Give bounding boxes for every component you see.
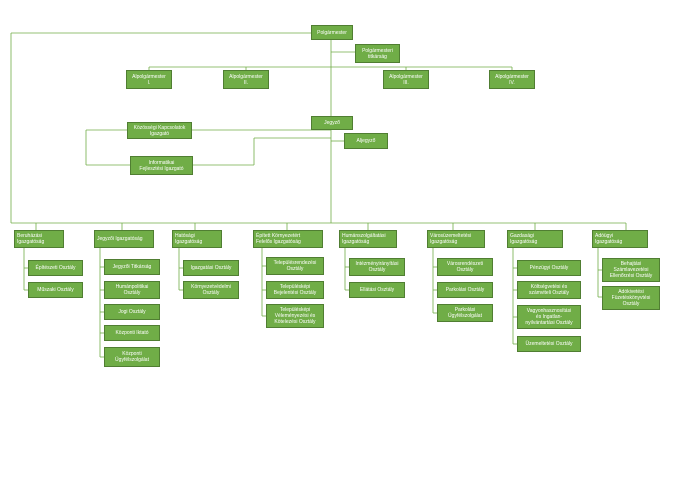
department-box: Építészeti Osztály xyxy=(28,260,83,276)
notary-box: Jegyző xyxy=(311,116,353,130)
department-box: Központi Iktató xyxy=(104,325,160,341)
directorate-tax-box: Adóügyi Igazgatóság xyxy=(592,230,648,248)
department-box: Környezetvédelmi Osztály xyxy=(183,281,239,299)
directorate-human-services-box: Humánszolgáltatási Igazgatóság xyxy=(339,230,397,248)
department-box: Költségvetési és számviteli Osztály xyxy=(517,281,581,299)
directorate-city-operations-box: Városüzemeltetési Igazgatóság xyxy=(427,230,485,248)
department-box: Üzemeltetési Osztály xyxy=(517,336,581,352)
department-box: Behajtási Számlavezetési Ellenőrzési Osz… xyxy=(602,258,660,282)
department-box: Településképi Bejelentési Osztály xyxy=(266,281,324,299)
department-box: Vagyonhasznosítási és Ingatlan- nyilvánt… xyxy=(517,305,581,329)
directorate-notary-box: Jegyzői Igazgatóság xyxy=(94,230,154,248)
directorate-finance-box: Gazdasági Igazgatóság xyxy=(507,230,563,248)
department-box: Településrendezési Osztály xyxy=(266,257,324,275)
deputy-mayor-2-box: Alpolgármester II. xyxy=(223,70,269,89)
public-relations-director-box: Közösségi Kapcsolatok Igazgató xyxy=(127,122,192,139)
directorate-built-environment-box: Épített Környezetért Felelős Igazgatóság xyxy=(253,230,323,248)
department-box: Jegyzői Titkárság xyxy=(104,259,160,275)
department-box: Adókivetési Füzetéskönyvtési Osztály xyxy=(602,286,660,310)
deputy-mayor-4-box: Alpolgármester IV. xyxy=(489,70,535,89)
directorate-investment-box: Beruházási Igazgatóság xyxy=(14,230,64,248)
department-box: Városrendészeti Osztály xyxy=(437,258,493,276)
department-box: Ellátási Osztály xyxy=(349,282,405,298)
department-box: Igazgatási Osztály xyxy=(183,260,239,276)
it-director-box: Informatikai Fejlesztési Igazgató xyxy=(130,156,193,175)
department-box: Központi Ügyfélszolgálat xyxy=(104,347,160,367)
directorate-authority-box: Hatósági Igazgatóság xyxy=(172,230,222,248)
mayor-secretariat-box: Polgármesteri titkárság xyxy=(355,44,400,63)
department-box: Parkolási Ügyfélszolgálat xyxy=(437,304,493,322)
deputy-mayor-1-box: Alpolgármester I. xyxy=(126,70,172,89)
department-box: Humánpolitikai Osztály xyxy=(104,281,160,299)
mayor-box: Polgármester xyxy=(311,25,353,40)
department-box: Pénzügyi Osztály xyxy=(517,260,581,276)
department-box: Intézményirányítási Osztály xyxy=(349,258,405,276)
department-box: Településképi Véleményezési és Kötelezés… xyxy=(266,304,324,328)
department-box: Műszaki Osztály xyxy=(28,282,83,298)
deputy-notary-box: Aljegyző xyxy=(344,133,388,149)
deputy-mayor-3-box: Alpolgármester III. xyxy=(383,70,429,89)
department-box: Jogi Osztály xyxy=(104,304,160,320)
department-box: Parkolási Osztály xyxy=(437,282,493,298)
